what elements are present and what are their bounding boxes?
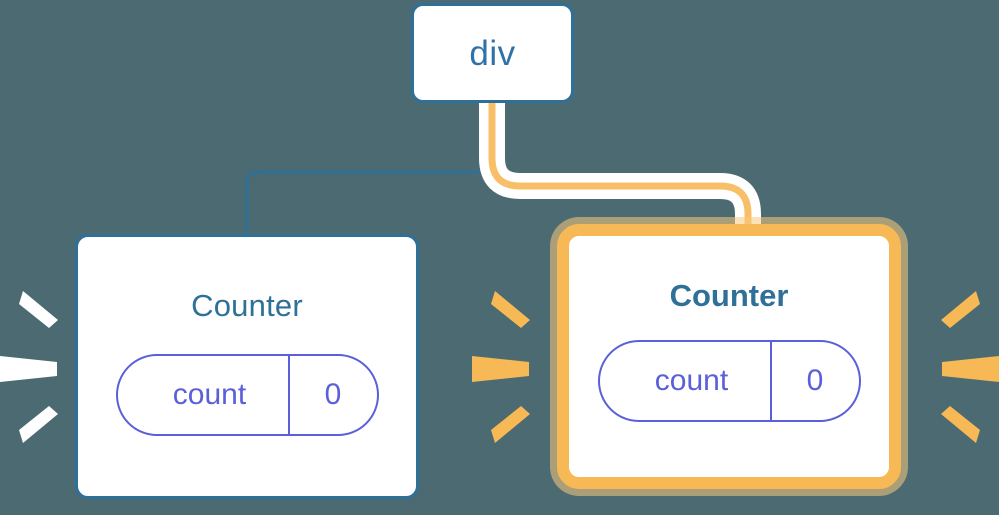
node-counter-left-title: Counter xyxy=(191,288,303,323)
node-counter-right[interactable]: Counter count 0 xyxy=(557,224,901,489)
node-counter-left[interactable]: Counter count 0 xyxy=(75,234,419,499)
edge-div-to-counter-left xyxy=(245,101,494,238)
node-div[interactable]: div xyxy=(411,3,574,103)
state-value-left: 0 xyxy=(324,378,342,411)
state-value-right: 0 xyxy=(806,364,824,397)
node-counter-right-title: Counter xyxy=(669,278,789,313)
state-capsule-left[interactable]: count 0 xyxy=(115,354,379,436)
state-key-right: count xyxy=(600,342,772,420)
node-div-label: div xyxy=(469,33,516,73)
edge-div-to-counter-right-halo xyxy=(479,103,761,238)
state-key-left: count xyxy=(118,356,290,434)
edge-div-to-counter-right xyxy=(488,103,752,238)
state-capsule-right[interactable]: count 0 xyxy=(597,340,861,422)
